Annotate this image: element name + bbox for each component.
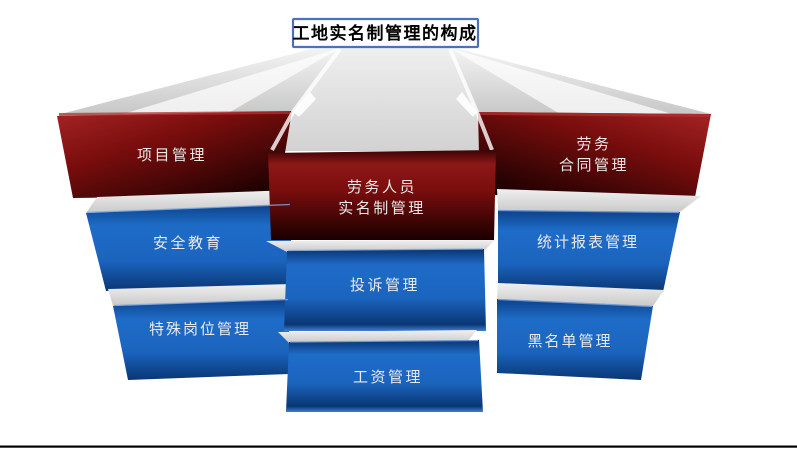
topface-stat-report-mgmt — [497, 189, 701, 212]
block-safety-edu — [86, 204, 291, 291]
block-salary-mgmt — [286, 340, 483, 412]
label-labor-contract-line1: 劳务 — [576, 136, 611, 153]
title-label: 工地实名制管理的构成 — [293, 23, 478, 43]
blue-top-edge-blacklist — [497, 298, 653, 308]
block-complaint-mgmt — [284, 249, 486, 331]
label-safety-edu: 安全教育 — [153, 234, 223, 252]
fan-chevron-left — [293, 92, 316, 117]
block-project-mgmt — [57, 111, 292, 198]
fan-highlight-ray-right — [450, 48, 672, 114]
label-project-mgmt: 项目管理 — [137, 147, 207, 164]
blue-top-edge-complaint — [287, 248, 484, 252]
blue-top-edge-safety — [86, 203, 291, 214]
title-box — [291, 17, 480, 49]
label-special-post-mgmt: 特殊岗位管理 — [149, 321, 251, 338]
label-complaint-mgmt: 投诉管理 — [350, 277, 420, 294]
red-top-highlight-left — [58, 111, 291, 116]
label-realname-line2: 实名制管理 — [338, 200, 426, 217]
topface-safety-edu — [86, 190, 293, 213]
label-labor-contract-line2: 合同管理 — [559, 157, 629, 174]
label-stat-report-mgmt: 统计报表管理 — [537, 234, 639, 251]
block-labor-contract-mgmt — [478, 112, 711, 197]
topface-salary-mgmt — [278, 330, 477, 343]
funnel-center-column — [272, 48, 492, 151]
red-top-highlight-right — [479, 112, 710, 117]
bottom-divider-line — [0, 445, 797, 448]
block-special-post-mgmt — [113, 299, 289, 380]
label-blacklist-mgmt: 黑名单管理 — [527, 333, 612, 350]
label-salary-mgmt: 工资管理 — [353, 369, 423, 386]
blue-top-edge-salary — [289, 339, 479, 343]
blue-top-edge-special — [113, 298, 289, 307]
label-realname-line1: 劳务人员 — [347, 179, 417, 196]
fan-highlight-ray-left — [120, 48, 340, 115]
blue-top-edge-stat — [497, 209, 680, 214]
block-blacklist-mgmt — [497, 299, 653, 380]
block-realname-mgmt — [268, 150, 496, 240]
block-stat-report-mgmt — [498, 210, 680, 292]
fan-chevron-right — [456, 92, 477, 117]
topface-blacklist-mgmt — [497, 283, 664, 306]
